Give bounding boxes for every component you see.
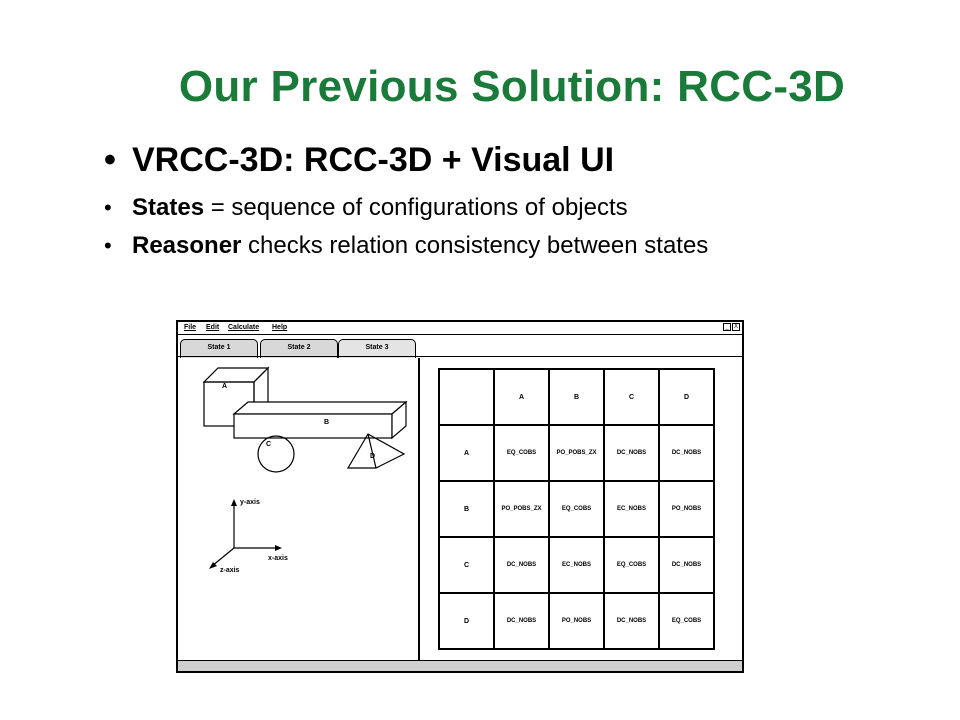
matrix-row-header: A xyxy=(438,424,495,482)
scene-drawing: A B C D y-axis x-axis z-axis xyxy=(202,366,408,574)
label-b: B xyxy=(324,419,329,426)
y-axis-label: y-axis xyxy=(240,499,260,506)
bullet-item: • Reasoner checks relation consistency b… xyxy=(104,232,944,260)
pyramid-d xyxy=(346,433,406,469)
minimize-icon[interactable]: _ xyxy=(723,323,731,331)
menu-edit[interactable]: Edit xyxy=(206,324,220,331)
bullet-icon: • xyxy=(104,141,116,179)
matrix-row: D DC_NOBS PO_NOBS DC_NOBS EQ_COBS xyxy=(438,592,715,650)
bullet-list: • VRCC-3D: RCC-3D + Visual UI • States =… xyxy=(104,140,944,270)
menu-help[interactable]: Help xyxy=(272,324,288,331)
matrix-row-header: D xyxy=(438,592,495,650)
bullet-rest: = sequence of configurations of objects xyxy=(204,194,628,221)
matrix-cell[interactable]: EQ_COBS xyxy=(603,536,660,594)
status-bar xyxy=(178,660,742,671)
close-icon[interactable]: X xyxy=(732,323,740,331)
menu-calculate[interactable]: Calculate xyxy=(228,324,260,331)
window-controls: _ X xyxy=(723,323,740,332)
matrix-row: A EQ_COBS PO_POBS_ZX DC_NOBS DC_NOBS xyxy=(438,424,715,482)
matrix-cell[interactable]: DC_NOBS xyxy=(658,536,715,594)
bullet-rest: checks relation consistency between stat… xyxy=(241,232,709,259)
beam-b-side xyxy=(391,400,407,440)
x-axis-label: x-axis xyxy=(268,555,288,562)
label-d: D xyxy=(370,453,375,460)
app-window: File Edit Calculate Help _ X State 1 Sta… xyxy=(176,320,744,673)
bullet-text: States = sequence of configurations of o… xyxy=(132,194,628,221)
bullet-bold-term: States xyxy=(132,194,205,221)
matrix-cell[interactable]: EQ_COBS xyxy=(548,480,605,538)
matrix-cell[interactable]: EQ_COBS xyxy=(658,592,715,650)
matrix-col-header: D xyxy=(658,368,715,426)
matrix-row: C DC_NOBS EC_NOBS EQ_COBS DC_NOBS xyxy=(438,536,715,594)
matrix-cell[interactable]: DC_NOBS xyxy=(603,424,660,482)
z-axis-line xyxy=(211,547,235,567)
tab-state-2[interactable]: State 2 xyxy=(260,339,338,358)
beam-b-front xyxy=(233,413,393,439)
matrix-cell[interactable]: EC_NOBS xyxy=(603,480,660,538)
matrix-cell[interactable]: PO_NOBS xyxy=(548,592,605,650)
z-axis-label: z-axis xyxy=(220,567,240,574)
matrix-cell[interactable]: EQ_COBS xyxy=(493,424,550,482)
matrix-row: B PO_POBS_ZX EQ_COBS EC_NOBS PO_NOBS xyxy=(438,480,715,538)
matrix-row-header: B xyxy=(438,480,495,538)
tab-state-1[interactable]: State 1 xyxy=(180,339,258,358)
menu-file[interactable]: File xyxy=(184,324,197,331)
bullet-item: • States = sequence of configurations of… xyxy=(104,194,944,222)
tab-state-3[interactable]: State 3 xyxy=(338,339,416,358)
matrix-cell[interactable]: PO_POBS_ZX xyxy=(493,480,550,538)
menu-bar: File Edit Calculate Help _ X xyxy=(178,322,742,335)
matrix-row-header: C xyxy=(438,536,495,594)
relations-matrix: A B C D A EQ_COBS PO_POBS_ZX DC_NOBS DC_… xyxy=(438,368,715,650)
matrix-cell[interactable]: DC_NOBS xyxy=(603,592,660,650)
matrix-cell[interactable]: EC_NOBS xyxy=(548,536,605,594)
cube-a-top xyxy=(202,367,270,383)
sphere-c xyxy=(257,435,295,473)
bullet-icon: • xyxy=(104,233,112,258)
z-axis-arrow-icon xyxy=(209,562,217,569)
bullet-text: VRCC-3D: RCC-3D + Visual UI xyxy=(132,141,615,179)
matrix-col-header: C xyxy=(603,368,660,426)
bullet-item: • VRCC-3D: RCC-3D + Visual UI xyxy=(104,140,944,180)
matrix-cell[interactable]: DC_NOBS xyxy=(658,424,715,482)
slide-title: Our Previous Solution: RCC-3D xyxy=(178,62,846,111)
matrix-col-header: A xyxy=(493,368,550,426)
label-c: C xyxy=(266,441,271,448)
matrix-corner-cell xyxy=(438,368,495,426)
tab-bar: State 1 State 2 State 3 xyxy=(178,336,742,358)
matrix-col-header: B xyxy=(548,368,605,426)
y-axis-arrow-icon xyxy=(231,499,237,506)
x-axis-arrow-icon xyxy=(275,545,282,551)
bullet-bold-term: Reasoner xyxy=(132,232,242,259)
tab-divider xyxy=(178,356,742,357)
scene-canvas[interactable]: A B C D y-axis x-axis z-axis xyxy=(178,358,420,661)
relations-pane: A B C D A EQ_COBS PO_POBS_ZX DC_NOBS DC_… xyxy=(420,358,742,661)
label-a: A xyxy=(222,383,227,390)
matrix-header-row: A B C D xyxy=(438,368,715,426)
beam-b-top xyxy=(232,401,408,415)
bullet-text: Reasoner checks relation consistency bet… xyxy=(132,232,708,259)
bullet-icon: • xyxy=(104,195,112,220)
matrix-cell[interactable]: PO_NOBS xyxy=(658,480,715,538)
matrix-cell[interactable]: PO_POBS_ZX xyxy=(548,424,605,482)
matrix-cell[interactable]: DC_NOBS xyxy=(493,592,550,650)
matrix-cell[interactable]: DC_NOBS xyxy=(493,536,550,594)
